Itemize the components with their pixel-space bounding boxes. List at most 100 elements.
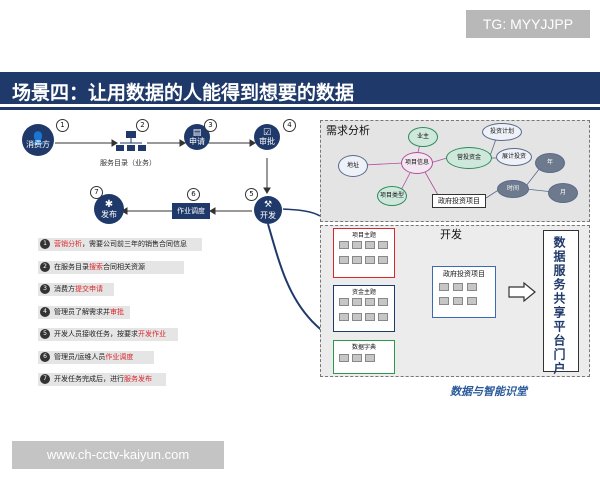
table-icon: [352, 354, 362, 362]
arrow-right-icon: [508, 282, 536, 302]
step-highlight: 开发作业: [138, 330, 166, 338]
table-icon: [352, 298, 362, 306]
data-dictionary-label: 数据字典: [351, 344, 376, 351]
publish-node: ✱ 发布: [94, 194, 124, 224]
table-icon: [365, 354, 375, 362]
schedule-chip: 作业调度: [172, 203, 210, 219]
step-text: ，需要公司前三年的销售合同信息: [82, 240, 187, 248]
gov-project-label: 政府投资项目: [432, 194, 486, 208]
step-text: 在服务目录: [54, 263, 89, 271]
table-icon: [352, 256, 362, 264]
step-text: 消费方: [54, 285, 75, 293]
address-node: 地址: [338, 155, 368, 177]
step-highlight: 服务发布: [124, 375, 152, 383]
banner-stripe: [0, 104, 600, 107]
gov-project-target-label: 政府投资项目: [443, 270, 485, 278]
develop-node: ⚒ 开发: [254, 196, 282, 224]
table-icon: [378, 241, 388, 249]
table-icon: [365, 313, 375, 321]
step-highlight: 营销分析: [54, 240, 82, 248]
step-number-2: 2: [136, 119, 149, 132]
brand-logo-text: 数据与智能识堂: [450, 385, 527, 398]
share-icon: ✱: [104, 199, 114, 210]
step-text: 开发任务完成后，进行: [54, 375, 124, 383]
step-number: 7: [40, 374, 50, 384]
data-dictionary-box: 数据字典: [333, 340, 395, 374]
table-icon: [339, 298, 349, 306]
table-icon: [365, 241, 375, 249]
publish-label: 发布: [101, 210, 117, 219]
table-icon: [378, 256, 388, 264]
user-icon: 👤: [30, 131, 46, 145]
table-icon: [365, 298, 375, 306]
apply-label: 申请: [189, 137, 205, 146]
document-icon: ▤: [192, 128, 202, 138]
portal-label: 数据服务共享平台门户: [552, 236, 566, 376]
step-text: 合同相关资源: [103, 263, 145, 271]
approve-label: 审批: [259, 137, 275, 146]
step-text: 管理员了解需求并: [54, 308, 110, 316]
table-icon: [467, 283, 477, 291]
table-icon: [339, 241, 349, 249]
table-icon: [467, 297, 477, 305]
step-number: 2: [40, 262, 50, 272]
planned-investment-node: 展计投资: [496, 148, 532, 166]
step-row: 2 在服务目录搜索合同相关资源: [38, 261, 184, 274]
page-title: 场景四：让用数据的人能得到想要的数据: [12, 82, 355, 104]
step-row: 7 开发任务完成后，进行服务发布: [38, 373, 166, 386]
step-highlight: 搜索: [89, 263, 103, 271]
title-banner: 场景四：让用数据的人能得到想要的数据: [0, 72, 600, 110]
step-highlight: 提交申请: [75, 285, 103, 293]
step-row: 3 消费方提交申请: [38, 283, 114, 296]
step-number-6: 6: [187, 188, 200, 201]
month-node: 月: [548, 183, 578, 203]
checklist-icon: ☑: [262, 128, 272, 138]
table-icon: [352, 313, 362, 321]
telegram-watermark: TG: MYYJJPP: [466, 10, 590, 38]
project-theme-label: 项目主题: [351, 232, 376, 239]
table-icon: [453, 297, 463, 305]
step-number-1: 1: [56, 119, 69, 132]
catalog-node: [116, 130, 146, 154]
project-info-node: 项目信息: [401, 152, 433, 174]
table-icon: [365, 256, 375, 264]
step-number-3: 3: [204, 119, 217, 132]
develop-label: 开发: [260, 211, 276, 220]
table-icon: [339, 313, 349, 321]
table-icon: [453, 283, 463, 291]
project-type-node: 项目类型: [377, 186, 407, 206]
table-icon: [339, 256, 349, 264]
table-icon: [378, 298, 388, 306]
step-row: 4 管理员了解需求并审批: [38, 306, 130, 319]
time-node: 时间: [497, 180, 529, 198]
table-icon: [439, 297, 449, 305]
step-number-4: 4: [283, 119, 296, 132]
project-theme-box: 项目主题: [333, 228, 395, 278]
step-text: 开发人员接收任务，按要求: [54, 330, 138, 338]
consumer-node: 👤 消费方: [22, 124, 54, 156]
step-text: 管理员/运维人员: [54, 353, 106, 361]
gov-project-target-box: 政府投资项目: [432, 266, 496, 318]
network-icon: [116, 131, 146, 151]
banner-stripe-dark: [0, 107, 600, 110]
fund-theme-label: 资金主题: [351, 289, 376, 296]
website-watermark: www.ch-cctv-kaiyun.com: [12, 441, 224, 469]
step-row: 1 营销分析，需要公司前三年的销售合同信息: [38, 238, 202, 251]
year-node: 年: [535, 153, 565, 173]
step-highlight: 审批: [110, 308, 124, 316]
tools-icon: ⚒: [263, 200, 273, 210]
table-icon: [352, 241, 362, 249]
step-number: 3: [40, 284, 50, 294]
step-number-5: 5: [245, 188, 258, 201]
investment-plan-node: 投资计划: [482, 123, 522, 141]
step-number: 1: [40, 239, 50, 249]
catalog-label: 服务目录（业务）: [100, 159, 156, 167]
portal-box: [543, 230, 579, 372]
consumer-label: 消费方: [26, 140, 50, 149]
fund-theme-box: 资金主题: [333, 285, 395, 332]
step-number: 4: [40, 307, 50, 317]
table-icon: [378, 313, 388, 321]
demand-analysis-title: 需求分析: [326, 124, 370, 137]
